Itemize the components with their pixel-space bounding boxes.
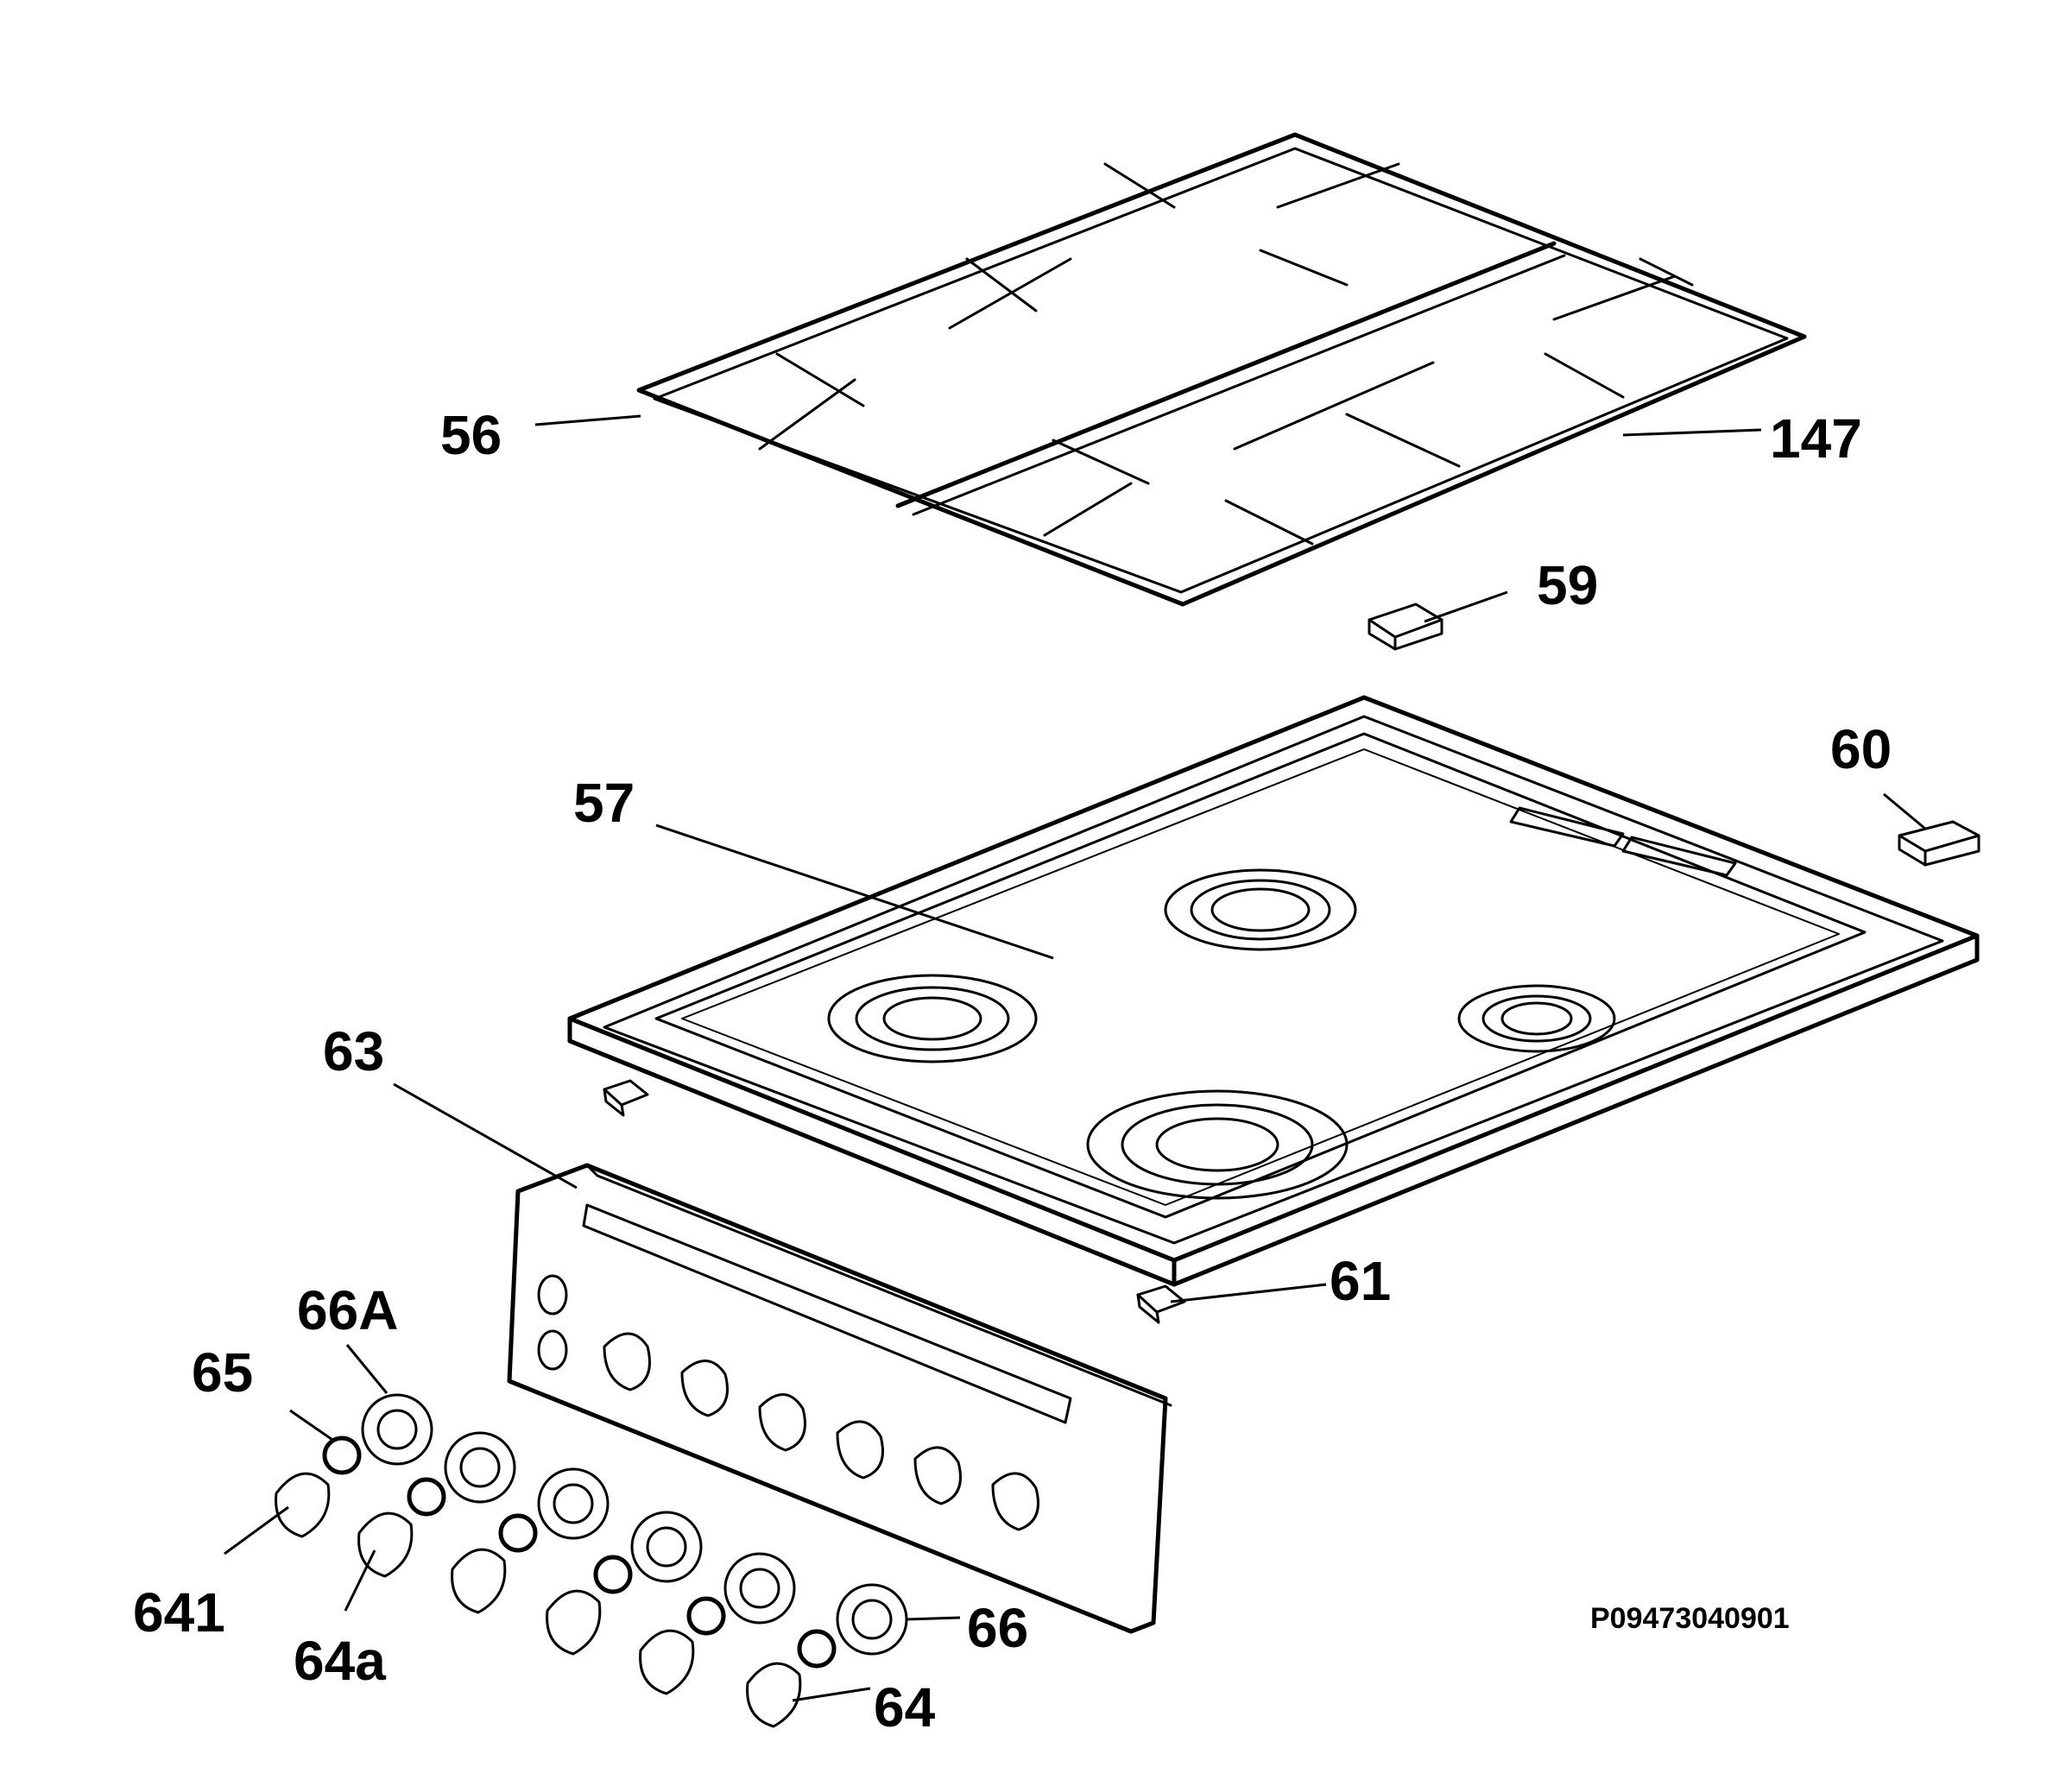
clip-part-60 [1898,820,1980,867]
pan-support-grid [636,132,1807,607]
control-panel-fascia [507,1163,1172,1634]
callout-66: 66 [967,1597,1028,1659]
leader-lines [224,414,1926,1702]
clip-part-59 [1368,603,1443,651]
callout-64: 64 [874,1676,936,1738]
callout-59: 59 [1537,554,1598,616]
callout-61: 61 [1330,1250,1391,1312]
callout-57: 57 [573,772,635,834]
hob-top-panel [567,695,1980,1287]
clip-left [603,1079,649,1117]
clip-part-61 [1136,1284,1186,1324]
callout-63: 63 [323,1020,384,1082]
callout-147: 147 [1770,407,1862,470]
callout-641: 641 [133,1581,225,1644]
callout-60: 60 [1830,718,1892,780]
callout-65: 65 [192,1341,253,1404]
knob-assemblies [275,1393,908,1728]
reference-code: P09473040901 [1590,1602,1790,1635]
callout-66A: 66A [297,1279,398,1341]
callout-64a: 64a [294,1630,386,1692]
callout-56: 56 [440,404,502,466]
callout-labels: 56 147 59 60 57 63 61 66A 65 641 64a 66 … [133,404,1892,1738]
